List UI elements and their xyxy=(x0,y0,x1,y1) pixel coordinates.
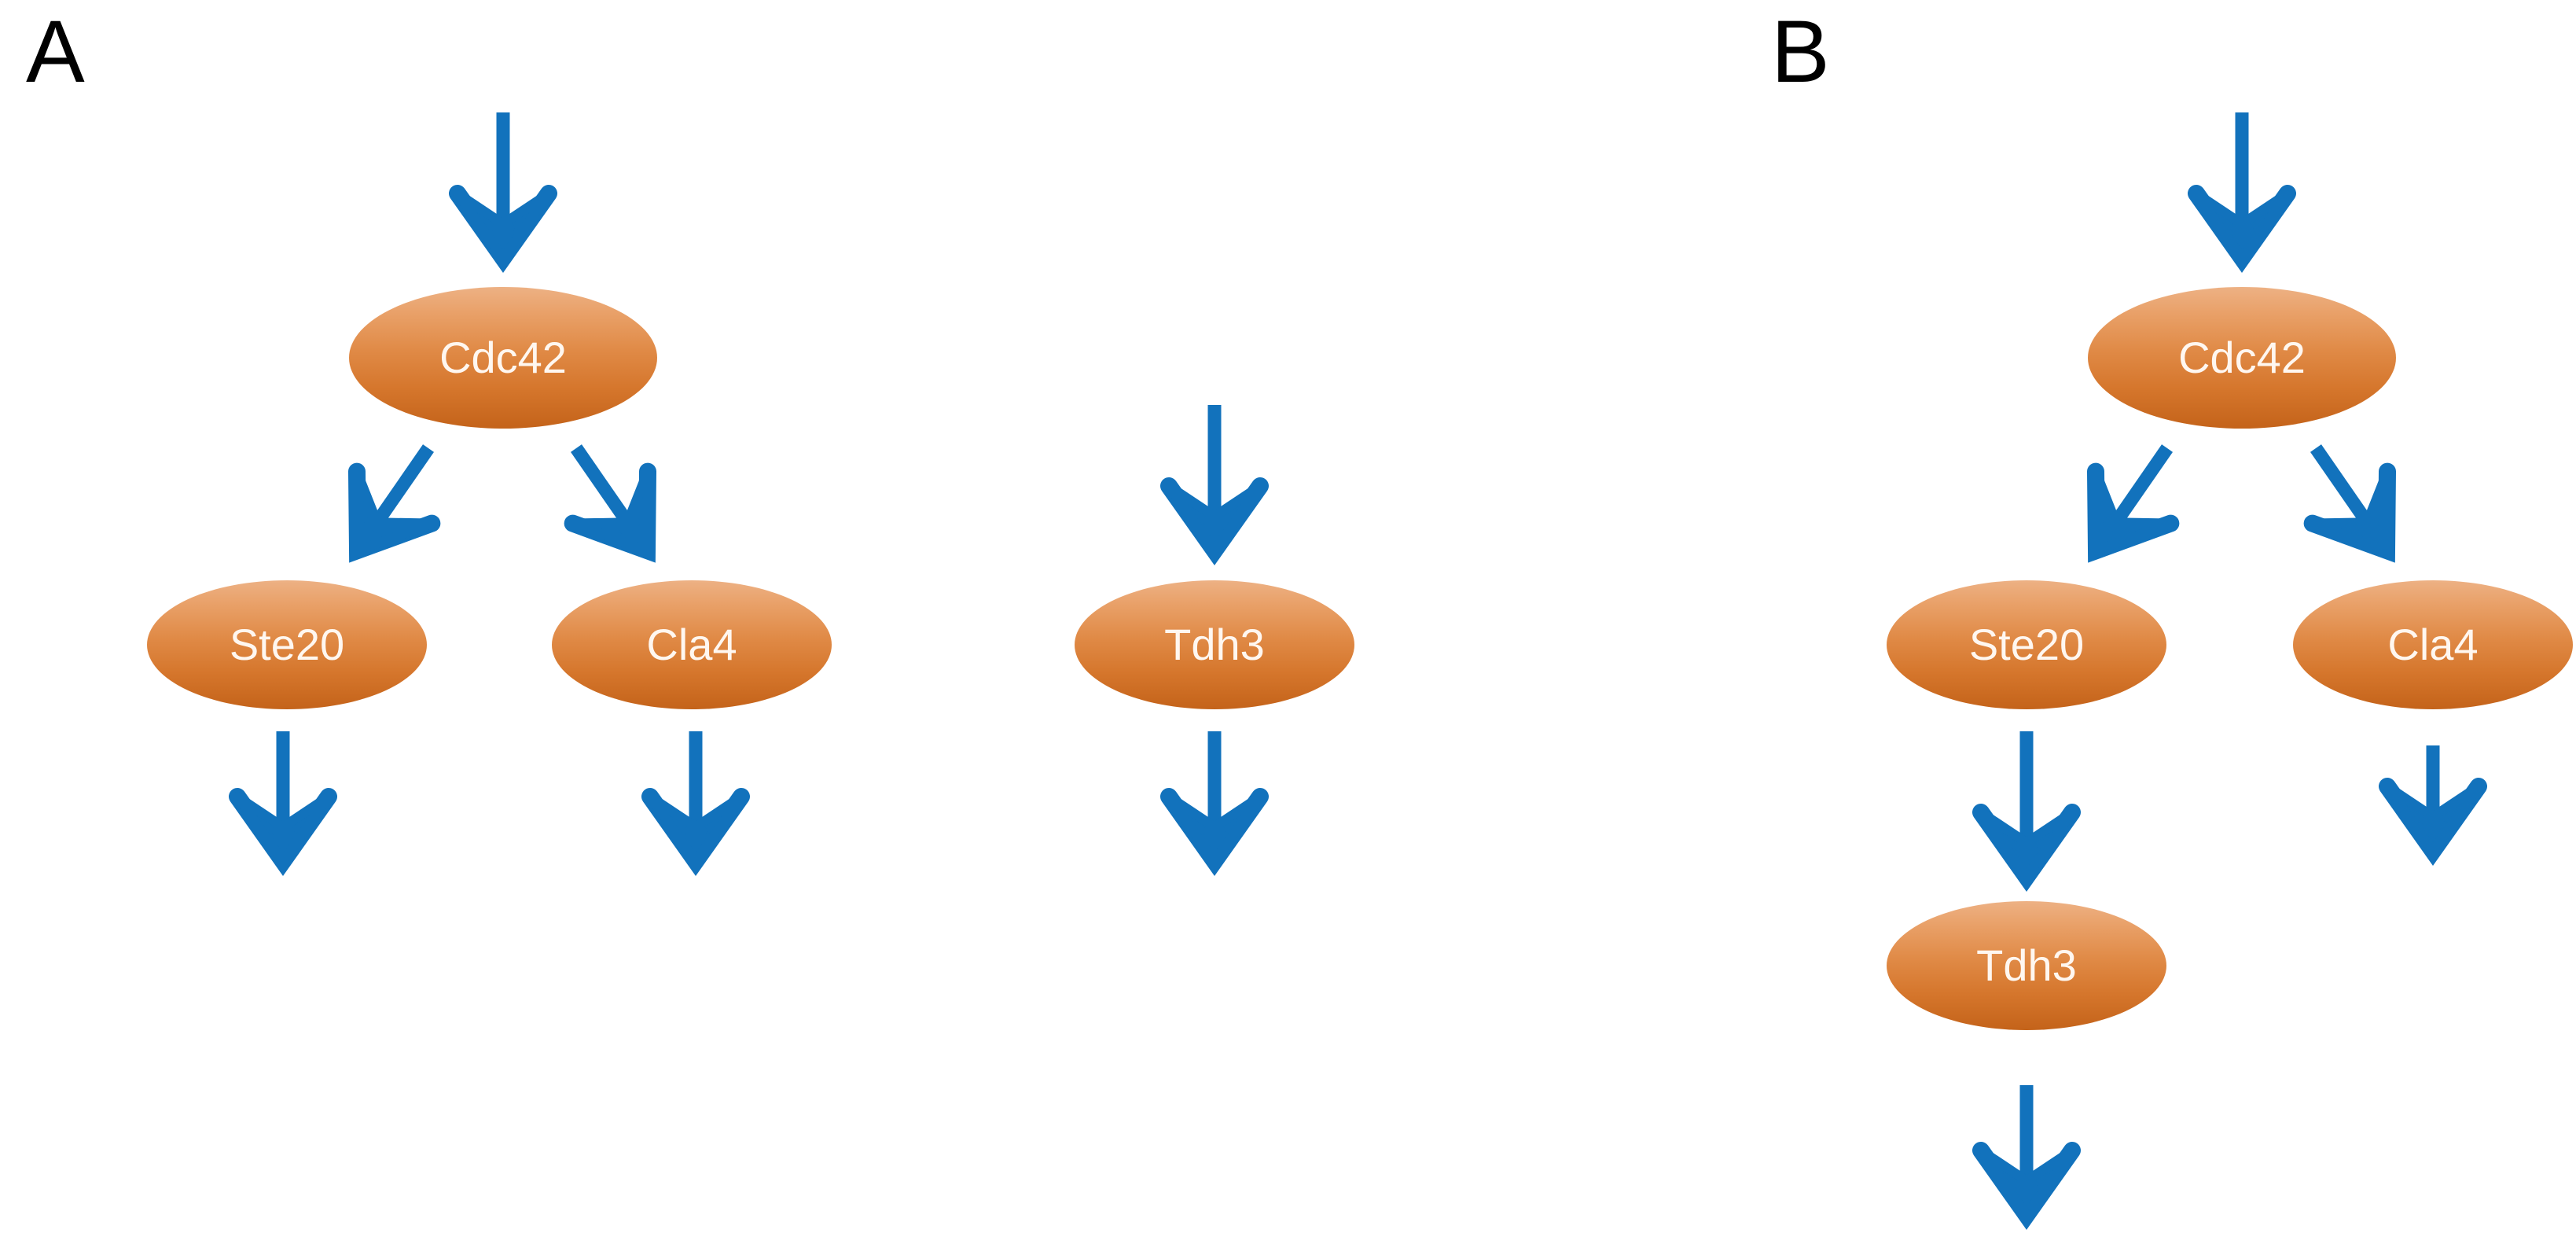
arrow-a-cla4-out xyxy=(641,731,750,877)
arrow-head-fill xyxy=(568,466,653,556)
arrow-head-fill xyxy=(1163,480,1266,556)
arrow-head-fill xyxy=(2090,466,2176,556)
arrow-head-fill xyxy=(645,791,747,867)
arrow-head-fill xyxy=(2382,781,2484,856)
arrow-head-fill xyxy=(351,466,437,556)
arrow-head-fill xyxy=(1975,807,2078,882)
node-b-cdc42[interactable] xyxy=(2088,287,2396,429)
node-a-cdc42[interactable] xyxy=(349,287,657,429)
arrow-a-in-cdc42 xyxy=(449,112,557,274)
arrow-head-fill xyxy=(232,791,334,867)
arrow-head-fill xyxy=(1163,791,1266,867)
node-layer xyxy=(147,287,2573,1030)
arrow-shaft xyxy=(2310,444,2373,527)
arrow-head-fill xyxy=(452,188,554,263)
node-a-cla4[interactable] xyxy=(552,580,832,709)
arrow-a-in-tdh3 xyxy=(1160,405,1269,566)
arrow-head-fill xyxy=(2307,466,2393,556)
node-b-tdh3[interactable] xyxy=(1887,901,2166,1030)
arrow-b-ste20-tdh3 xyxy=(1972,731,2081,893)
arrow-a-cdc42-cla4 xyxy=(564,444,657,563)
arrow-head-fill xyxy=(2191,188,2293,263)
arrow-head-fill xyxy=(1975,1145,2078,1220)
node-a-ste20[interactable] xyxy=(147,580,427,709)
panel-label-panel-a: A xyxy=(26,2,85,101)
arrow-layer xyxy=(229,112,2487,1231)
arrow-b-cla4-out xyxy=(2379,745,2487,867)
arrow-a-cdc42-ste20 xyxy=(347,444,441,563)
node-b-ste20[interactable] xyxy=(1887,580,2166,709)
arrow-shaft xyxy=(2110,444,2173,527)
arrow-shaft xyxy=(571,444,634,527)
arrow-b-in-cdc42 xyxy=(2188,112,2296,274)
arrow-b-cdc42-ste20 xyxy=(2086,444,2180,563)
panel-label-panel-b: B xyxy=(1771,2,1830,101)
arrow-a-ste20-out xyxy=(229,731,337,877)
arrow-a-tdh3-out xyxy=(1160,731,1269,877)
arrow-b-tdh3-out xyxy=(1972,1085,2081,1231)
arrow-shaft xyxy=(371,444,434,527)
node-a-tdh3[interactable] xyxy=(1075,580,1354,709)
node-b-cla4[interactable] xyxy=(2293,580,2573,709)
arrow-b-cdc42-cla4 xyxy=(2303,444,2397,563)
